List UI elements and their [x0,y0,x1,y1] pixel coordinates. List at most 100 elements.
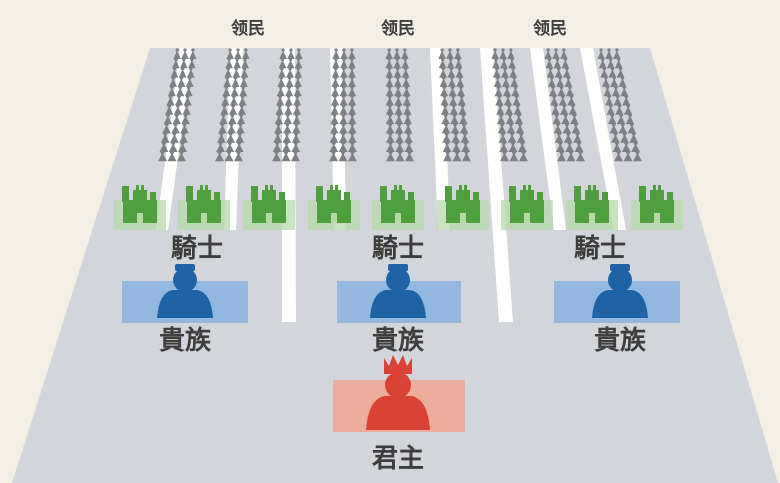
person-triangle-icon [608,66,617,78]
person-triangle-icon [504,103,514,115]
person-triangle-icon [239,76,248,87]
serf-column [329,48,357,162]
person-triangle-icon [609,122,619,134]
person-triangle-icon [348,57,356,69]
person-triangle-icon [173,48,181,59]
person-triangle-icon [443,150,453,162]
knight-label: 騎士 [170,234,224,264]
person-triangle-icon [221,94,230,106]
person-triangle-icon [611,85,620,97]
person-triangle-icon [440,103,450,115]
person-triangle-icon [348,85,357,97]
person-triangle-icon [331,85,340,97]
person-triangle-icon [497,122,507,134]
serf-label: 领民 [381,19,415,39]
person-triangle-icon [292,103,302,115]
person-triangle-icon [226,131,235,143]
person-triangle-icon [282,141,291,152]
person-triangle-icon [563,131,573,143]
person-triangle-icon [186,66,195,78]
person-triangle-icon [225,141,235,152]
person-triangle-icon [461,150,471,162]
person-triangle-icon [347,141,357,152]
person-triangle-icon [272,141,282,152]
person-triangle-icon [604,94,614,106]
person-triangle-icon [461,141,471,152]
person-triangle-icon [385,66,394,78]
person-triangle-icon [460,131,470,143]
person-triangle-icon [184,85,193,97]
person-triangle-icon [505,113,515,125]
person-triangle-icon [402,76,411,87]
person-triangle-icon [394,122,404,134]
person-triangle-icon [230,85,239,97]
person-triangle-icon [347,122,357,134]
serf-column [544,48,585,162]
person-triangle-icon [291,141,301,152]
person-triangle-icon [620,85,629,97]
person-triangle-icon [178,66,187,78]
person-triangle-icon [181,48,189,59]
person-triangle-icon [347,131,357,143]
crowned-king-icon [333,355,465,432]
person-triangle-icon [441,122,451,134]
person-triangle-icon [442,131,451,143]
person-triangle-icon [621,141,631,152]
serf-label: 领民 [533,19,567,39]
person-triangle-icon [242,48,250,59]
person-triangle-icon [395,150,405,162]
person-triangle-icon [554,131,564,143]
person-triangle-icon [623,103,633,115]
person-triangle-icon [278,66,286,78]
knight-label: 騎士 [371,234,425,264]
castle-icon [501,185,553,230]
person-triangle-icon [510,76,519,87]
castle-icon [243,185,295,230]
person-triangle-icon [330,94,340,106]
person-triangle-icon [511,85,520,97]
person-triangle-icon [513,103,522,115]
person-triangle-icon [329,141,339,152]
person-triangle-icon [292,113,301,125]
person-triangle-icon [338,122,348,134]
serf-column [491,48,528,162]
person-triangle-icon [170,66,179,78]
person-triangle-icon [442,141,452,152]
person-triangle-icon [441,113,450,125]
person-triangle-icon [332,57,340,69]
person-triangle-icon [553,122,563,134]
person-triangle-icon [165,103,174,115]
person-triangle-icon [562,122,572,134]
person-triangle-icon [623,150,633,162]
person-triangle-icon [616,113,626,125]
person-triangle-icon [273,131,283,143]
person-triangle-icon [449,94,458,106]
person-triangle-icon [544,48,552,59]
person-triangle-icon [557,85,566,97]
person-triangle-icon [160,131,170,143]
person-triangle-icon [452,150,462,162]
castle-icon [631,185,683,230]
person-triangle-icon [292,122,301,134]
person-triangle-icon [385,57,394,69]
person-triangle-icon [403,122,413,134]
person-triangle-icon [622,94,631,106]
person-triangle-icon [386,150,396,162]
person-triangle-icon [394,113,404,125]
person-triangle-icon [182,103,191,115]
person-triangle-icon [512,94,521,106]
person-triangle-icon [546,66,555,78]
person-triangle-icon [339,66,348,78]
person-triangle-icon [554,66,563,78]
person-triangle-icon [284,94,293,106]
person-triangle-icon [557,150,567,162]
divider-strip [480,48,513,322]
castle-icon [566,185,618,230]
person-triangle-icon [450,122,460,134]
person-triangle-icon [404,141,414,152]
person-triangle-icon [552,113,561,125]
person-triangle-icon [403,103,412,115]
person-triangle-icon [229,94,238,106]
noble-bust-icon [122,264,248,323]
person-triangle-icon [438,57,447,69]
